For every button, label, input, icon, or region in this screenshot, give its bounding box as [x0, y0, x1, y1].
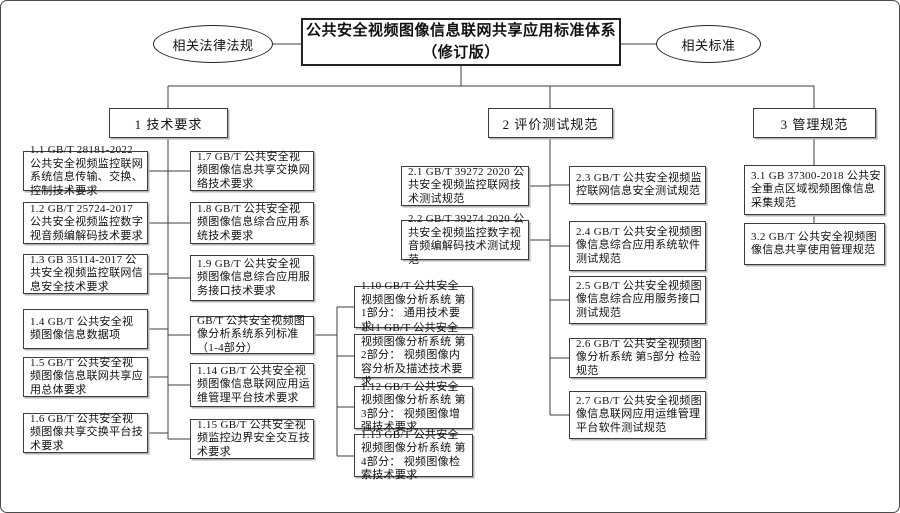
node-2-5: 2.5 GB/T 公共安全视频图像信息综合应用服务接口测试规范 — [569, 276, 706, 324]
node-1-13: 1.13 GB/T 公共安全视频图像分析系统 第4部分： 视频图像检索技术要求 — [354, 429, 473, 481]
node-2-4: 2.4 GB/T 公共安全视频图像信息综合应用系统软件测试规范 — [569, 221, 706, 271]
branch-evaluation-test-specs: 2 评价测试规范 — [488, 108, 613, 138]
node-1-9: 1.9 GB/T 公共安全视频图像信息综合应用服务接口技术要求 — [190, 255, 314, 301]
title-line-1: 公共安全视频图像信息联网共享应用标准体系 — [305, 23, 616, 39]
node-2-3: 2.3 GB/T 公共安全视频监控联网信息安全测试规范 — [569, 166, 706, 204]
branch-management-specs: 3 管理规范 — [753, 108, 876, 138]
node-1-4: 1.4 GB/T 公共安全视频图像信息数据项 — [23, 309, 148, 349]
node-1-10: 1.10 GB/T 公共安全视频图像分析系统 第1部分： 通用技术要求 — [354, 280, 473, 333]
node-1-2: 1.2 GB/T 25724-2017 公共安全视频监控数字视音频编解码技术要求 — [23, 202, 148, 244]
node-2-7: 2.7 GB/T 公共安全视频图像信息联网应用运维管理平台软件测试规范 — [569, 391, 706, 439]
node-1-7: 1.7 GB/T 公共安全视频图像信息共享交换网络技术要求 — [190, 151, 314, 191]
diagram-title: 公共安全视频图像信息联网共享应用标准体系 （修订版） — [301, 18, 621, 66]
node-2-2: 2.2 GB/T 39274 2020 公共安全视频监控数字视音频编解码技术测试… — [401, 213, 529, 266]
node-2-1: 2.1 GB/T 39272 2020 公共安全视频监控联网技术测试规范 — [401, 166, 529, 206]
branch-technical-requirements: 1 技术要求 — [109, 108, 228, 138]
node-analysis-series: GB/T 公共安全视频图像分析系统系列标准（1-4部分） — [190, 315, 314, 354]
node-1-6: 1.6 GB/T 公共安全视频图像共享交换平台技术要求 — [23, 413, 148, 453]
node-1-5: 1.5 GB/T 公共安全视频图像信息联网共享应用总体要求 — [23, 357, 148, 397]
node-1-15: 1.15 GB/T 公共安全视频监控边界安全交互技术要求 — [190, 419, 314, 459]
node-2-6: 2.6 GB/T 公共安全视频图像分析系统 第5部分 检验规范 — [569, 338, 706, 378]
node-1-11: 1.11 GB/T 公共安全视频图像分析系统 第2部分： 视频图像内容分析及描述… — [354, 322, 473, 388]
title-line-2: （修订版） — [422, 45, 500, 61]
node-1-1: 1.1 GB/T 28181-2022 公共安全视频监控联网系统信息传输、交换、… — [23, 144, 148, 197]
node-3-2: 3.2 GB/T 公共安全视频图像信息共享使用管理规范 — [744, 223, 885, 265]
node-1-3: 1.3 GB 35114-2017 公共安全视频监控联网信息安全技术要求 — [23, 254, 148, 294]
related-laws-ellipse: 相关法律法规 — [153, 25, 273, 63]
node-1-12: 1.12 GB/T 公共安全视频图像分析系统 第3部分： 视频图像增强技术要求 — [354, 381, 473, 433]
node-1-14: 1.14 GB/T 公共安全视频图像信息联网应用运维管理平台技术要求 — [190, 363, 314, 407]
related-standards-ellipse: 相关标准 — [656, 25, 761, 63]
node-3-1: 3.1 GB 37300-2018 公共安全重点区域视频图像信息采集规范 — [744, 165, 885, 215]
node-1-8: 1.8 GB/T 公共安全视频图像信息综合应用系统技术要求 — [190, 202, 314, 244]
